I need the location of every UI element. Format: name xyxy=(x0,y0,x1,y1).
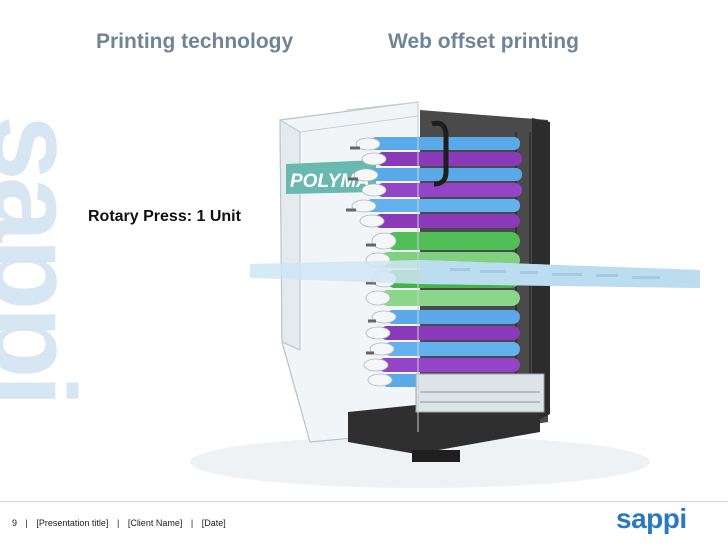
footer-separator: | xyxy=(116,518,120,528)
slide-title: Printing technology xyxy=(96,30,294,53)
page-number: 9 xyxy=(12,518,18,528)
brand-logo: sappi xyxy=(616,503,687,534)
footer-separator: | xyxy=(25,518,28,528)
footer-date: [Date] xyxy=(201,518,226,528)
footer: 9 | [Presentation title] | [Client Name]… xyxy=(12,518,232,528)
image-label: POLYMA xyxy=(290,171,370,192)
image-caption: Rotary Press: 1 Unit xyxy=(88,208,241,225)
footer-divider xyxy=(0,501,728,502)
slide-subtitle: Web offset printing xyxy=(388,30,579,53)
watermark-logo: sappi xyxy=(0,115,99,404)
footer-separator: | xyxy=(190,518,194,528)
client-name: [Client Name] xyxy=(127,518,183,528)
presentation-title: [Presentation title] xyxy=(36,518,109,528)
rotary-press-illustration: POLYMA xyxy=(190,101,700,488)
